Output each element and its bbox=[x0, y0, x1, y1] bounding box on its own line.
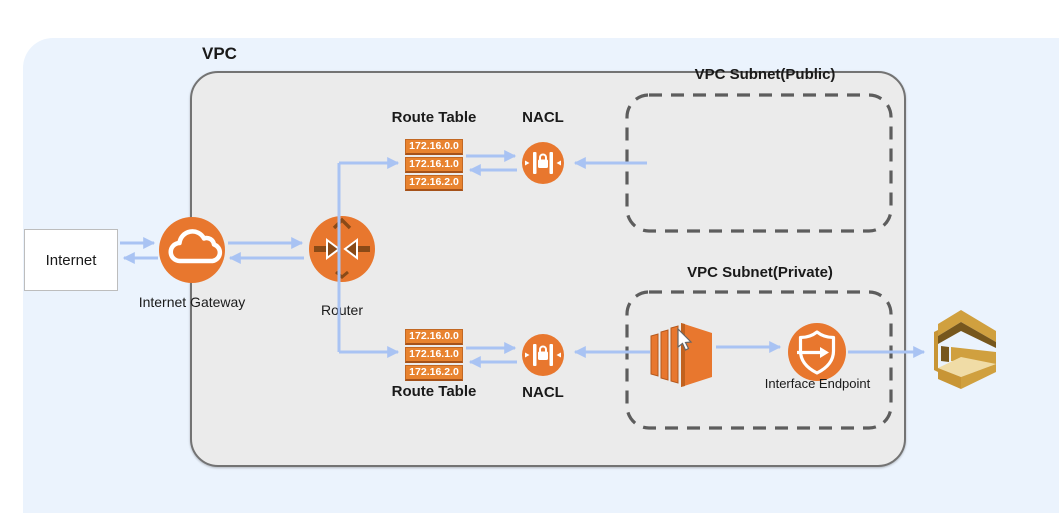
route-table-bottom-label: Route Table bbox=[391, 383, 477, 400]
router-label: Router bbox=[320, 302, 364, 318]
route-entry: 172.16.0.0 bbox=[405, 139, 463, 155]
internet-gateway-label: Internet Gateway bbox=[138, 294, 246, 310]
route-table-top: 172.16.0.0 172.16.1.0 172.16.2.0 bbox=[405, 139, 463, 193]
queue-service-icon bbox=[934, 310, 996, 389]
nacl-bottom-label: NACL bbox=[522, 384, 564, 401]
private-subnet-box bbox=[625, 290, 893, 430]
route-entry: 172.16.2.0 bbox=[405, 365, 463, 381]
route-table-top-label: Route Table bbox=[391, 109, 477, 126]
mouse-cursor-icon bbox=[677, 328, 693, 351]
internet-node: Internet bbox=[24, 229, 118, 291]
nacl-top-label: NACL bbox=[522, 109, 564, 126]
route-table-bottom: 172.16.0.0 172.16.1.0 172.16.2.0 bbox=[405, 329, 463, 383]
public-subnet-box bbox=[625, 93, 893, 233]
nacl-lock-icon bbox=[525, 152, 561, 174]
interface-endpoint-icon bbox=[788, 323, 846, 381]
vpc-container bbox=[190, 71, 906, 467]
internet-label: Internet bbox=[45, 251, 97, 269]
route-entry: 172.16.1.0 bbox=[405, 347, 463, 363]
route-entry: 172.16.1.0 bbox=[405, 157, 463, 173]
nacl-top-icon bbox=[522, 142, 564, 184]
interface-endpoint-label: Interface Endpoint bbox=[764, 376, 871, 391]
cloud-icon bbox=[168, 229, 223, 264]
vpc-title: VPC bbox=[202, 44, 237, 63]
public-subnet-label: VPC Subnet(Public) bbox=[694, 66, 836, 83]
nacl-bottom-icon bbox=[522, 334, 564, 376]
private-subnet-label: VPC Subnet(Private) bbox=[687, 264, 833, 281]
nacl-lock-icon bbox=[525, 344, 561, 366]
route-entry: 172.16.2.0 bbox=[405, 175, 463, 191]
router-icon bbox=[309, 216, 375, 282]
internet-gateway-icon bbox=[159, 217, 225, 283]
route-entry: 172.16.0.0 bbox=[405, 329, 463, 345]
shield-arrow-icon bbox=[797, 330, 836, 375]
